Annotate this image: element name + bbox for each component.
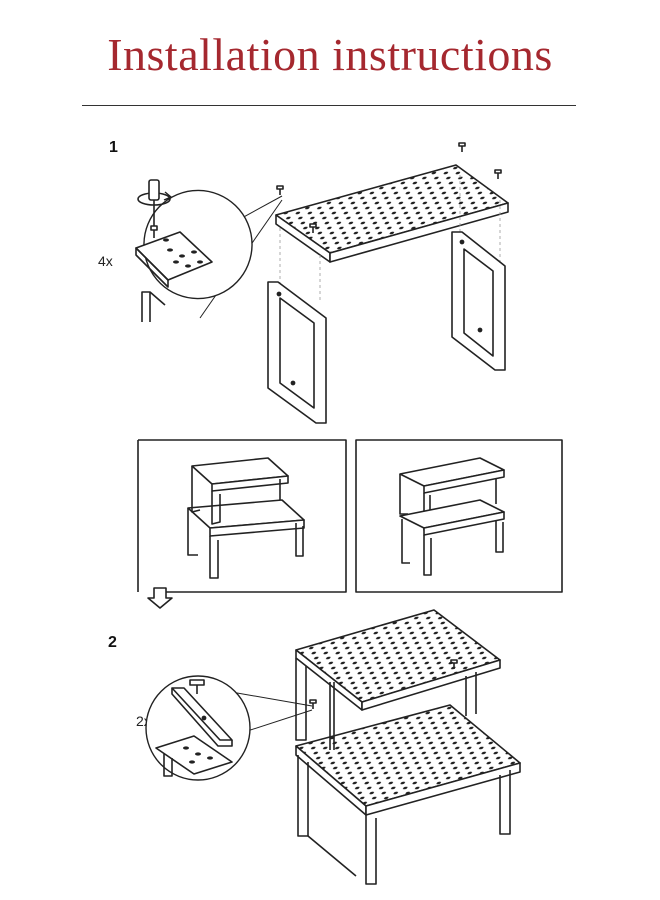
step-1-magnifier-callout-icon xyxy=(135,189,283,322)
stacking-option-right-panel xyxy=(355,439,563,593)
step-1-shelf-top xyxy=(275,164,509,263)
down-arrow-icon xyxy=(147,587,173,609)
step-1-guide-lines xyxy=(279,175,501,300)
step-2-magnifier-callout-icon xyxy=(145,675,313,781)
step-1-number: 1 xyxy=(109,139,118,156)
title-divider xyxy=(82,105,576,106)
step-1-right-leg xyxy=(451,231,506,371)
step-2-number: 2 xyxy=(108,634,117,651)
step-2-upper-shelf xyxy=(295,609,501,750)
page-title: Installation instructions xyxy=(107,29,553,80)
step-1-left-leg xyxy=(267,281,327,424)
step-2-screw-icons xyxy=(309,659,458,709)
stacking-option-left-panel xyxy=(137,439,347,593)
step-1-screw-icons xyxy=(276,142,502,233)
step-2-lower-shelf xyxy=(295,704,521,885)
step-1-screw-count: 4x xyxy=(98,253,113,269)
screwdriver-rotation-icon xyxy=(137,179,172,238)
